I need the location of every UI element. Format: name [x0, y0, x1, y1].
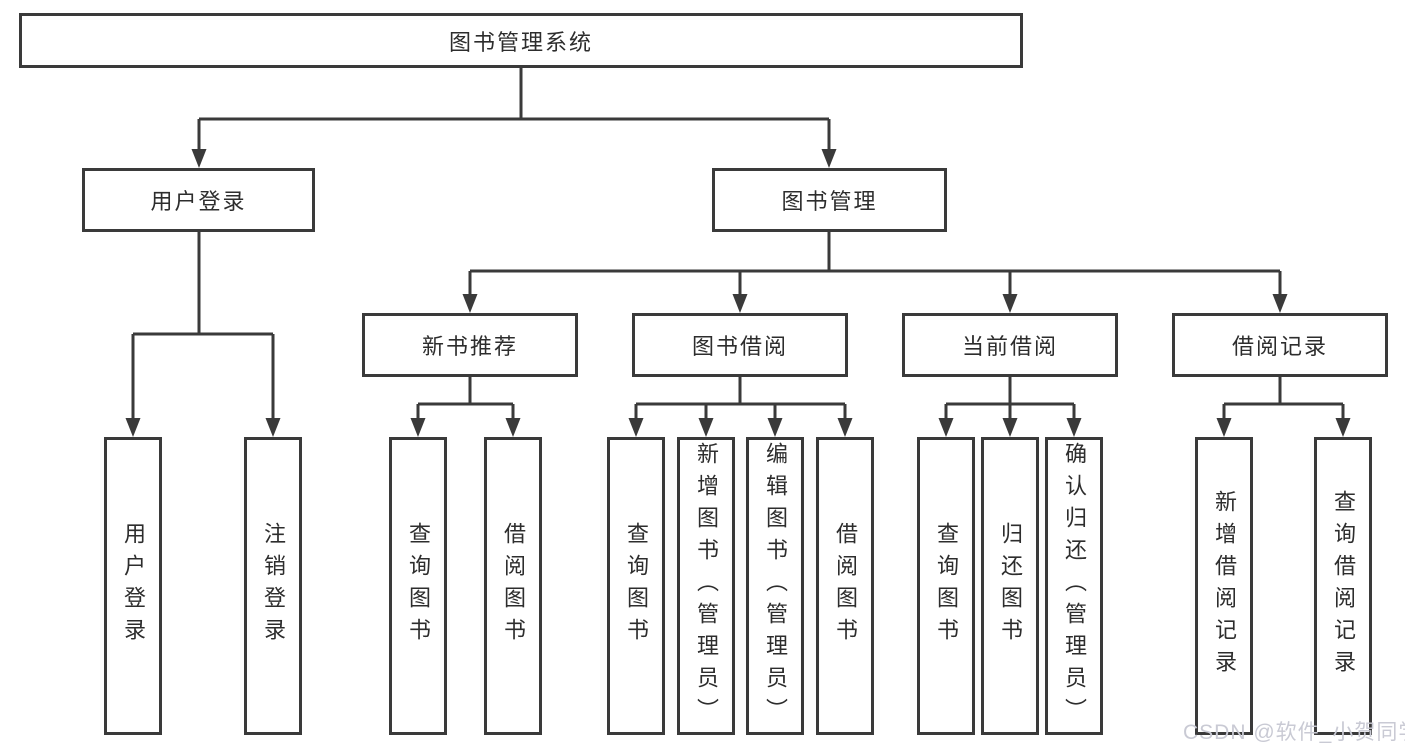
csdn-watermark: CSDN @软件_小贺同学: [1183, 721, 1405, 744]
connector-user-login-to-children: [125, 232, 281, 437]
leaf-label: 新增图书（管理员）: [694, 442, 719, 730]
node-leaf-query-books-recommend: 查询图书: [389, 437, 447, 735]
leaf-label: 查询图书: [934, 522, 959, 650]
node-leaf-edit-books-admin: 编辑图书（管理员）: [746, 437, 804, 735]
leaf-label: 查询图书: [624, 522, 649, 650]
node-leaf-borrow-books: 借阅图书: [816, 437, 874, 735]
node-user-login: 用户登录: [82, 168, 315, 232]
node-book-borrowing: 图书借阅: [632, 313, 848, 377]
node-leaf-logout: 注销登录: [244, 437, 302, 735]
node-leaf-user-login: 用户登录: [104, 437, 162, 735]
leaf-label: 查询图书: [406, 522, 431, 650]
node-book-management: 图书管理: [712, 168, 947, 232]
node-leaf-query-borrow-record: 查询借阅记录: [1314, 437, 1372, 735]
connector-new-book-to-children: [410, 377, 521, 437]
leaf-label: 借阅图书: [501, 522, 526, 650]
connector-borrow-record-to-children: [1216, 377, 1351, 437]
node-root-library-system: 图书管理系统: [19, 13, 1023, 68]
leaf-label: 编辑图书（管理员）: [763, 442, 788, 730]
leaf-label: 借阅图书: [833, 522, 858, 650]
leaf-label: 归还图书: [998, 522, 1023, 650]
leaf-label: 新增借阅记录: [1212, 490, 1237, 682]
leaf-label: 用户登录: [121, 522, 146, 650]
leaf-label: 查询借阅记录: [1331, 490, 1356, 682]
node-current-borrowing: 当前借阅: [902, 313, 1118, 377]
connector-current-borrow-to-children: [938, 377, 1082, 437]
node-leaf-query-books-current: 查询图书: [917, 437, 975, 735]
node-leaf-add-books-admin: 新增图书（管理员）: [677, 437, 735, 735]
node-leaf-add-borrow-record: 新增借阅记录: [1195, 437, 1253, 735]
leaf-label: 确认归还（管理员）: [1062, 442, 1087, 730]
node-leaf-confirm-return-admin: 确认归还（管理员）: [1045, 437, 1103, 735]
node-leaf-return-books: 归还图书: [981, 437, 1039, 735]
connector-book-management-to-level3: [462, 232, 1288, 313]
node-borrowing-records: 借阅记录: [1172, 313, 1388, 377]
connector-root-to-level2: [191, 68, 837, 168]
leaf-label: 注销登录: [261, 522, 286, 650]
node-leaf-borrow-books-recommend: 借阅图书: [484, 437, 542, 735]
node-new-book-recommend: 新书推荐: [362, 313, 578, 377]
connector-book-borrow-to-children: [628, 377, 853, 437]
node-leaf-query-books-borrow: 查询图书: [607, 437, 665, 735]
